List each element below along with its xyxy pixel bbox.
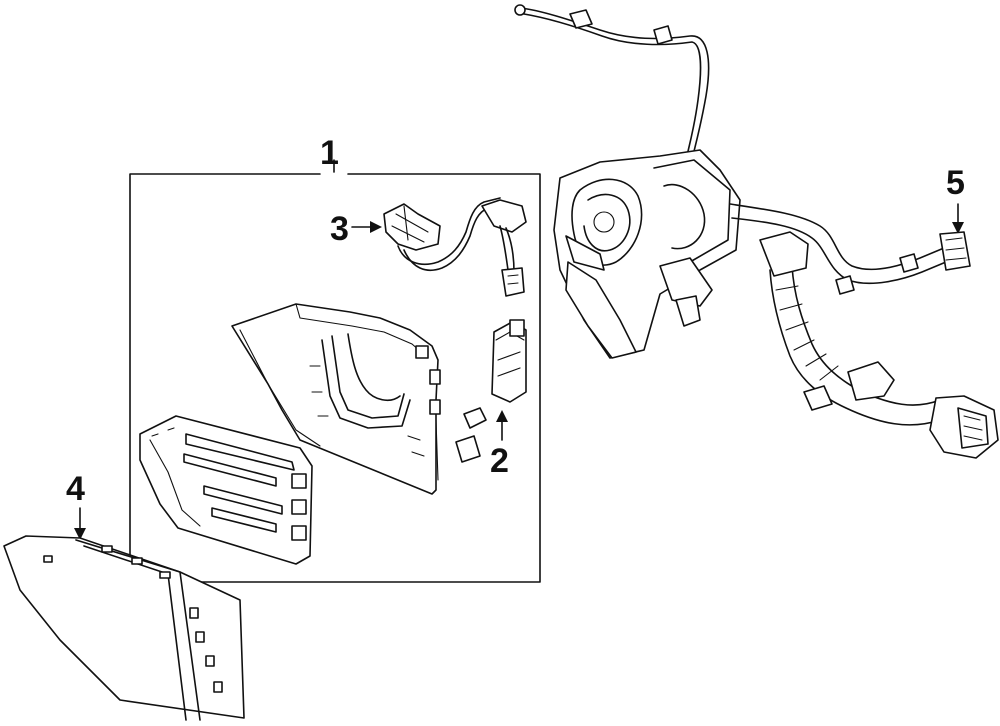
circuit-board-panel [139,415,313,565]
leader-arrow-4 [74,507,86,540]
rear-harness-assembly [514,4,999,459]
outer-lens-part-4 [3,535,245,721]
leader-arrow-3 [351,221,382,233]
callout-4: 4 [66,470,85,508]
socket-connector-part-2 [455,319,527,463]
callout-1: 1 [320,134,339,172]
leader-arrow-5 [952,203,964,234]
callout-2: 2 [490,442,509,480]
assembly-group-box [129,159,541,583]
callout-3: 3 [330,210,349,248]
leader-arrow-2 [496,410,508,441]
wiring-pigtail-part-3 [383,197,527,297]
callout-5: 5 [946,164,965,202]
tail-lamp-housing [231,303,441,495]
